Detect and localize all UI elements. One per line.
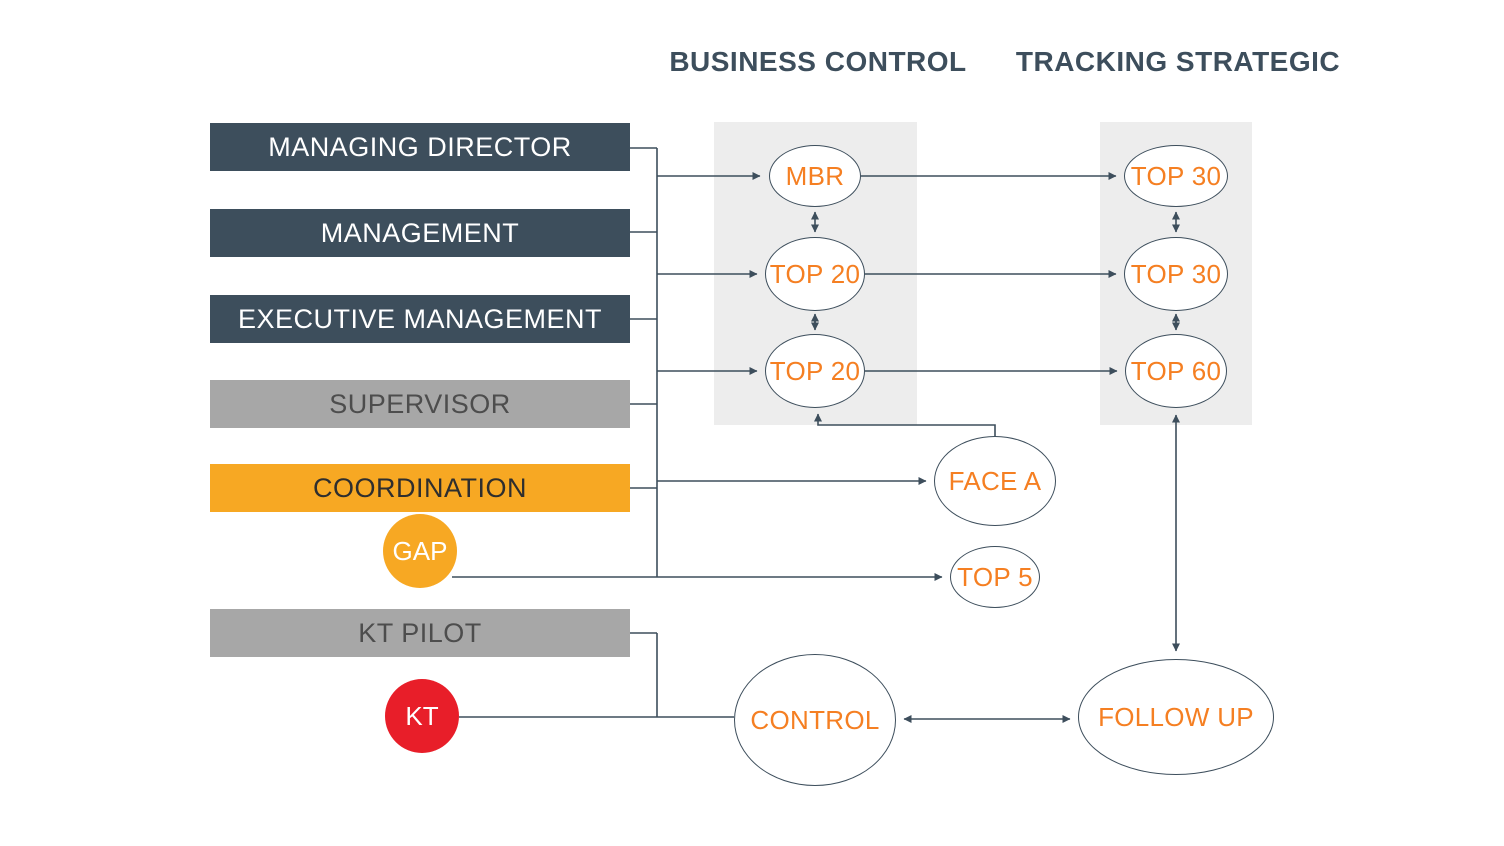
kt-to-control-connector <box>459 632 734 718</box>
node-top20-a: TOP 20 <box>765 237 865 311</box>
node-control: CONTROL <box>734 654 896 786</box>
node-mbr: MBR <box>769 145 861 207</box>
bar-managing-director: MANAGING DIRECTOR <box>210 123 630 171</box>
node-top20-b: TOP 20 <box>765 334 865 408</box>
bar-kt-pilot: KT PILOT <box>210 609 630 657</box>
bar-supervisor: SUPERVISOR <box>210 380 630 428</box>
tracking-strategic-header: TRACKING STRATEGIC <box>1015 46 1341 77</box>
node-top60: TOP 60 <box>1125 334 1227 408</box>
node-follow-up: FOLLOW UP <box>1078 659 1274 775</box>
bar-coordination: COORDINATION <box>210 464 630 512</box>
business-control-header: BUSINESS CONTROL <box>669 46 967 77</box>
bar-management: MANAGEMENT <box>210 209 630 257</box>
gap-badge: GAP <box>383 514 457 588</box>
node-face-a: FACE A <box>934 436 1056 526</box>
node-top30-a: TOP 30 <box>1124 145 1228 207</box>
bar-executive-management: EXECUTIVE MANAGEMENT <box>210 295 630 343</box>
left-spine-connector <box>630 147 658 577</box>
arrow-face-a-to-business-control <box>814 413 996 436</box>
node-top30-b: TOP 30 <box>1124 237 1228 311</box>
node-top5: TOP 5 <box>950 546 1040 608</box>
kt-badge: KT <box>385 679 459 753</box>
